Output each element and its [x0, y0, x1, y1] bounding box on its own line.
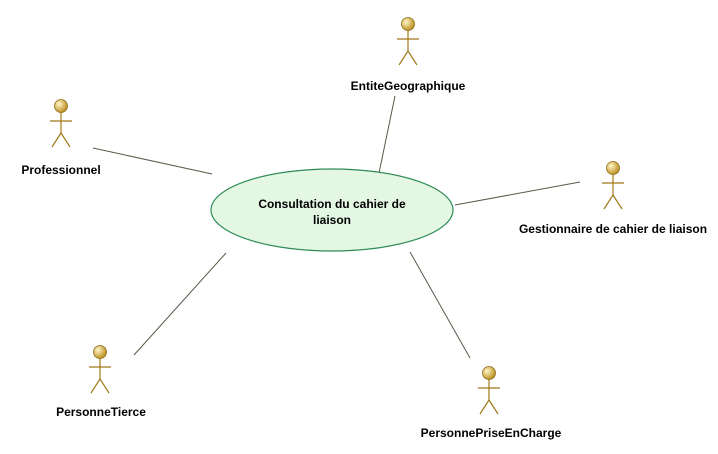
use-case-consultation[interactable]: Consultation du cahier de liaison	[210, 168, 454, 252]
actor-label: PersonnePriseEnCharge	[421, 426, 562, 440]
actor-personne-tierce[interactable]: PersonneTierce	[56, 345, 146, 420]
actor-icon	[89, 345, 111, 394]
actor-entite-geographique[interactable]: EntiteGeographique	[351, 17, 466, 94]
actor-personne-prise-en-charge[interactable]: PersonnePriseEnCharge	[421, 366, 562, 441]
actor-professionnel[interactable]: Professionnel	[21, 99, 101, 178]
actor-icon	[602, 161, 624, 210]
association-prise[interactable]	[409, 251, 471, 359]
association-tierce[interactable]	[133, 252, 227, 356]
actor-label: Gestionnaire de cahier de liaison	[519, 222, 707, 236]
actor-label: PersonneTierce	[56, 405, 146, 419]
association-gestionnaire[interactable]	[454, 181, 581, 206]
association-entite[interactable]	[378, 95, 396, 174]
association-professionnel[interactable]	[92, 147, 213, 175]
use-case-ellipse	[210, 168, 454, 252]
actor-icon	[397, 17, 419, 66]
actor-label: Professionnel	[21, 163, 100, 177]
actor-label: EntiteGeographique	[351, 79, 466, 93]
actor-icon	[478, 366, 500, 415]
use-case-label-line1: Consultation du cahier de	[258, 197, 406, 211]
use-case-label-line2: liaison	[313, 213, 351, 227]
actor-icon	[50, 99, 72, 148]
actor-gestionnaire[interactable]: Gestionnaire de cahier de liaison	[519, 161, 707, 237]
